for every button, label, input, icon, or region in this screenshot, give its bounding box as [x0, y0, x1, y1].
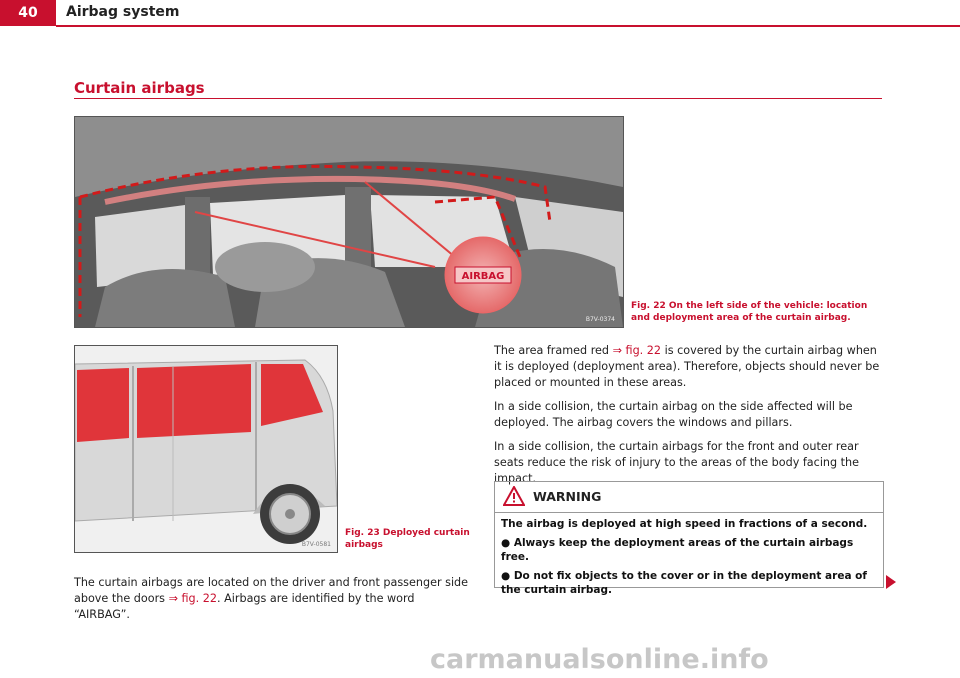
warning-icon: [503, 486, 525, 506]
section-rule: [74, 98, 882, 99]
chapter-title: Airbag system: [66, 4, 180, 20]
watermark: carmanualsonline.info: [430, 644, 769, 675]
warning-box: WARNING The airbag is deployed at high s…: [494, 481, 884, 596]
warning-body: The airbag is deployed at high speed in …: [495, 513, 883, 597]
airbag-label: AIRBAG: [462, 271, 505, 282]
fig22-link[interactable]: ⇒ fig. 22: [168, 592, 217, 605]
paragraph-risk-reduction: In a side collision, the curtain airbags…: [494, 440, 860, 485]
header-rule: [56, 25, 960, 27]
section-title: Curtain airbags: [74, 79, 205, 97]
page-number: 40: [0, 0, 56, 26]
figure-deployed-airbags: B7V-0581: [74, 345, 338, 553]
warning-line: The airbag is deployed at high speed in …: [501, 518, 868, 530]
figure-code: B7V-0581: [302, 541, 331, 548]
paragraph-airbag-location: The curtain airbags are located on the d…: [74, 576, 469, 621]
paragraph-side-collision: In a side collision, the curtain airbag …: [494, 400, 853, 429]
warning-bullet: ● Always keep the deployment areas of th…: [501, 537, 854, 563]
interior-illustration: AIRBAG B7V-0374: [75, 117, 623, 327]
paragraph-deployment-area: The area framed red ⇒ fig. 22 is covered…: [494, 344, 880, 389]
warning-header: WARNING: [495, 482, 883, 513]
fig22-link[interactable]: ⇒ fig. 22: [612, 344, 662, 357]
page-header: 40 Airbag system: [0, 0, 960, 28]
warning-bullet: ● Do not fix objects to the cover or in …: [501, 570, 867, 596]
van-illustration: B7V-0581: [74, 346, 338, 552]
figure1-caption: Fig. 22 On the left side of the vehicle:…: [631, 301, 868, 323]
figure-interior-airbag: AIRBAG B7V-0374: [74, 116, 624, 328]
warning-title: WARNING: [533, 489, 602, 504]
figure-code: B7V-0374: [586, 316, 615, 323]
figure2-caption: Fig. 23 Deployed curtain airbags: [345, 528, 470, 550]
continue-arrow-icon[interactable]: [886, 575, 896, 589]
